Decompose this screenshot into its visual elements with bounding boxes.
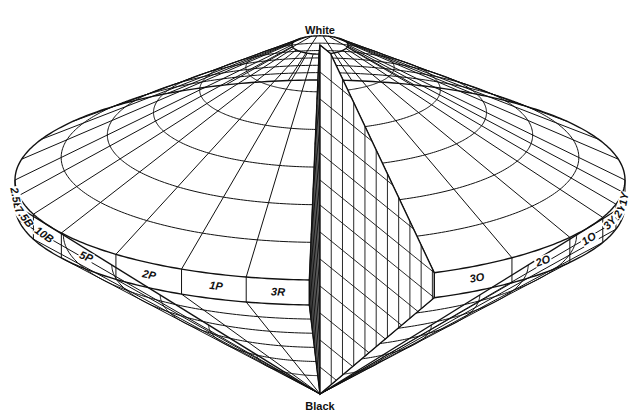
chroma-line [316, 105, 317, 368]
chroma-line [432, 269, 433, 300]
hue-label: 3R [269, 286, 286, 298]
chroma-line [315, 129, 316, 359]
hue-meridian [348, 45, 625, 180]
hue-meridian [168, 37, 307, 93]
chroma-line [376, 150, 377, 347]
band-cell-wall [511, 258, 512, 283]
hue-meridian [61, 50, 296, 233]
cut-face [309, 45, 320, 394]
lower-meridian [15, 205, 320, 394]
hue-label: 10B [31, 224, 55, 246]
hue-meridian [288, 36, 317, 81]
chroma-line [313, 178, 314, 341]
value-line [320, 367, 336, 380]
hue-meridian [343, 40, 567, 122]
chroma-line [353, 103, 354, 366]
pole-label: White [305, 25, 335, 36]
hue-label: 7.5B [12, 203, 36, 230]
hue-meridian [19, 46, 293, 195]
hue-meridian [116, 38, 301, 106]
lower-value-ring [63, 235, 311, 319]
chroma-line [409, 221, 410, 318]
chroma-line [309, 276, 310, 307]
hue-meridian [348, 46, 623, 192]
cone-lines [15, 36, 625, 394]
hue-meridian [116, 52, 301, 254]
chroma-line [398, 198, 399, 328]
band-rim [15, 205, 309, 305]
value-line [320, 72, 351, 97]
chroma-line [317, 80, 318, 376]
hue-meridian [346, 41, 599, 139]
value-line [320, 340, 353, 366]
value-line [320, 232, 418, 311]
hue-meridian [33, 48, 293, 214]
chroma-line [314, 154, 315, 351]
cut-face-outline [320, 45, 434, 394]
hue-label: 1Y [618, 190, 632, 207]
lower-value-ring [257, 355, 318, 376]
hue-label: 2P [141, 268, 158, 282]
band-cell-wall [181, 269, 182, 294]
hue-label: 3O [468, 271, 486, 285]
hue-meridian [246, 54, 313, 277]
lower-value-ring [112, 265, 313, 333]
lower-value-ring [160, 295, 314, 347]
value-line [320, 180, 434, 273]
hue-label: 2O [533, 253, 552, 269]
hue-meridian [347, 43, 618, 159]
chroma-line [364, 126, 365, 356]
value-line [320, 286, 385, 339]
chroma-line [312, 203, 313, 333]
band-cell-wall [33, 214, 34, 239]
cut-face-outline [309, 45, 320, 394]
hue-meridian [182, 53, 308, 269]
pole-label: Black [305, 401, 334, 412]
hue-meridian [226, 36, 312, 85]
hue-label: 1P [207, 280, 224, 293]
chroma-line [311, 227, 312, 324]
chroma-line [310, 251, 311, 315]
chroma-line [342, 79, 343, 375]
value-line [320, 99, 372, 141]
band-cell-wall [246, 277, 247, 302]
hue-label: 1O [579, 230, 599, 248]
value-line [320, 259, 402, 325]
lower-meridian [182, 294, 320, 394]
hue-meridian [41, 41, 294, 139]
hue-label: 5P [77, 249, 95, 265]
chroma-line [421, 245, 422, 309]
lower-value-ring [209, 325, 316, 361]
hue-meridian [334, 37, 473, 93]
band-cell-wall [569, 237, 570, 262]
chroma-line [387, 174, 388, 337]
hue-meridian [15, 45, 292, 180]
value-line [320, 205, 434, 298]
value-line [320, 313, 369, 353]
lower-meridian [33, 239, 320, 394]
lower-meridian [246, 302, 320, 394]
value-line [320, 45, 330, 54]
lower-meridian [19, 221, 320, 394]
cut-face [320, 45, 434, 394]
hue-meridian [22, 43, 293, 159]
chroma-line [331, 55, 332, 384]
